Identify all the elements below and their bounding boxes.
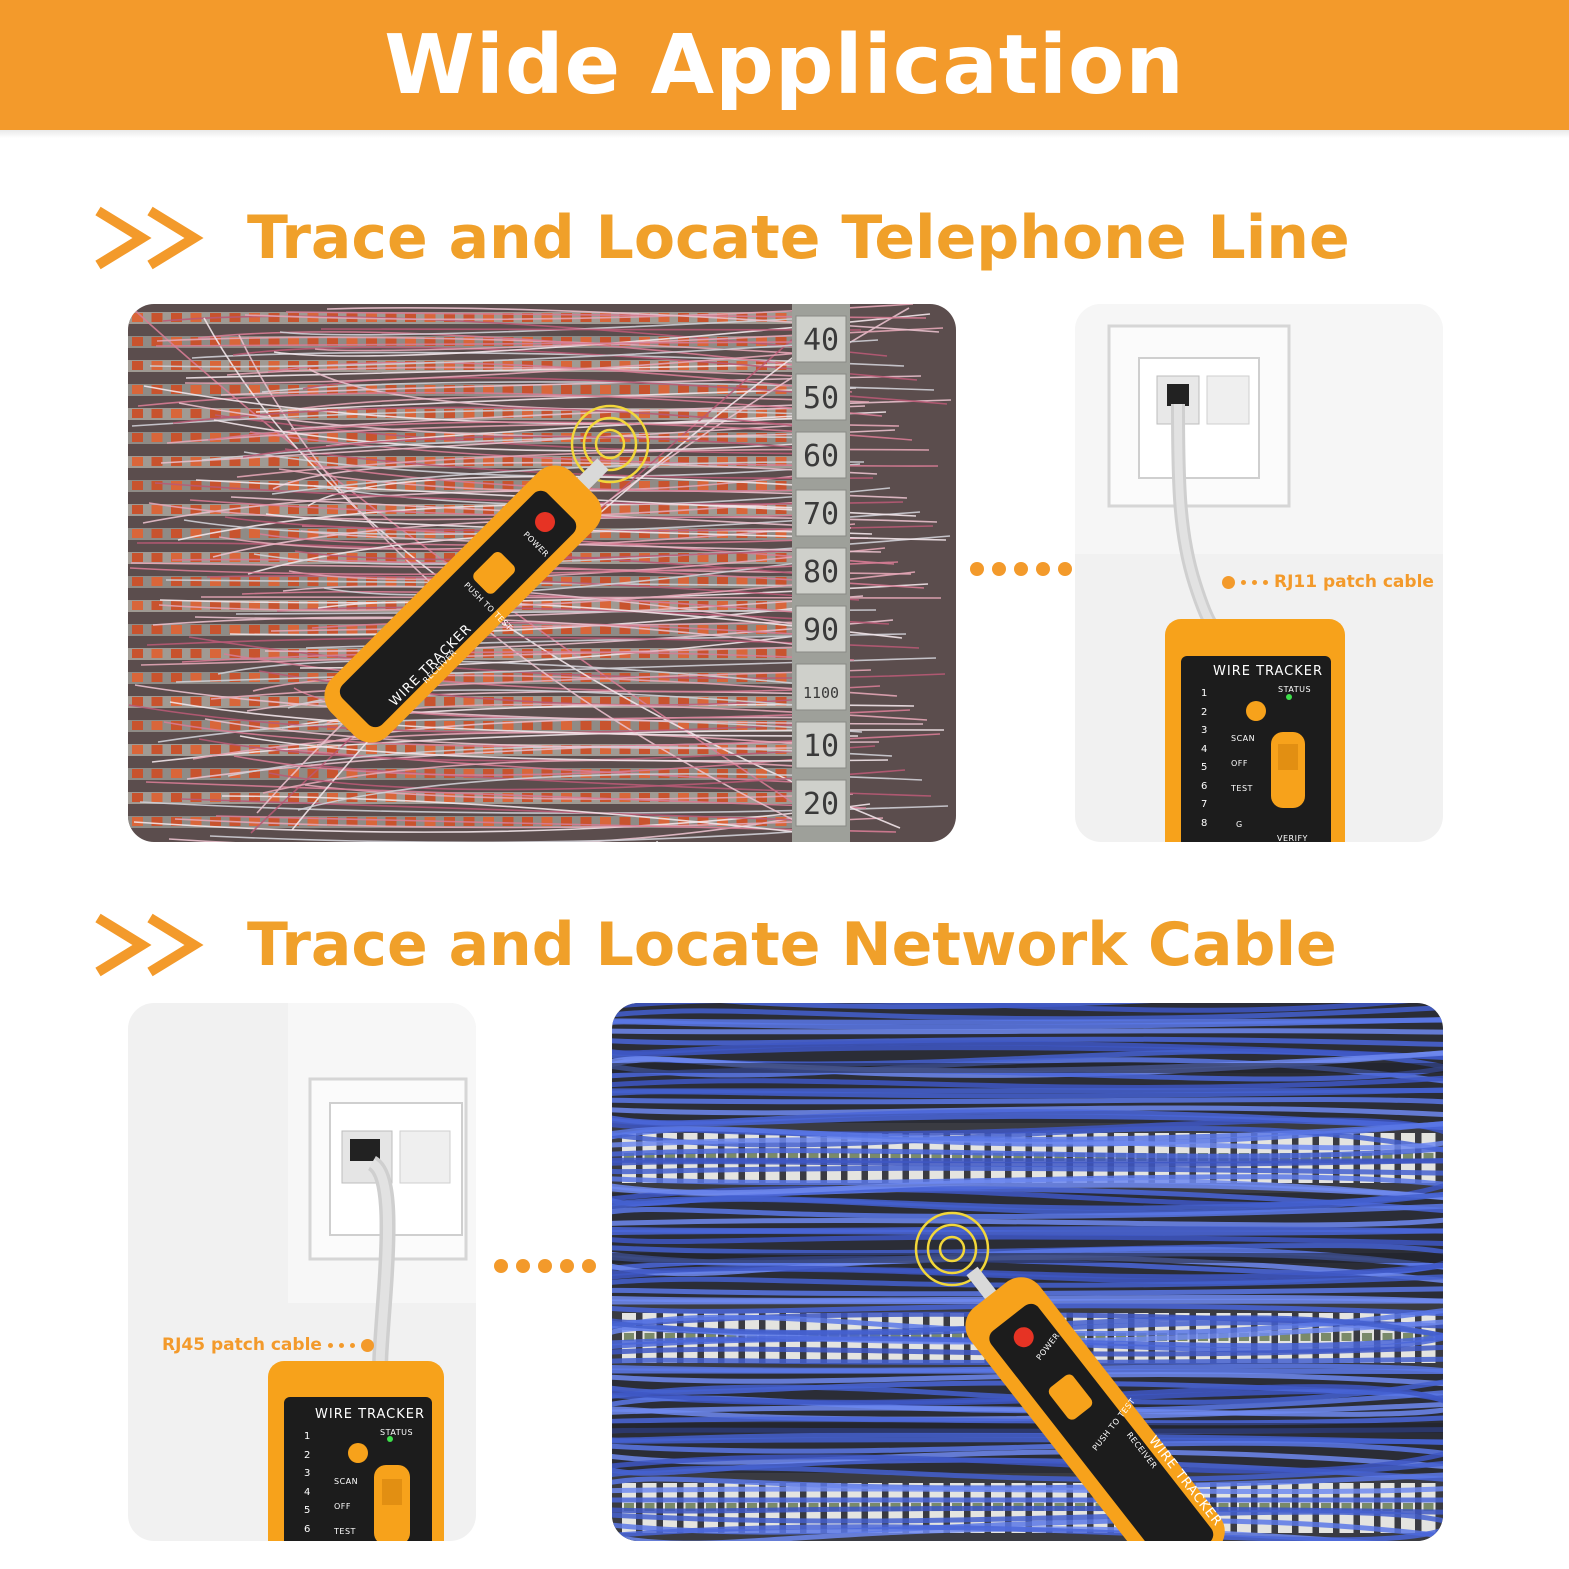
- transmitter-pin-label: 4: [304, 1486, 311, 1498]
- banner-shadow: [0, 130, 1569, 138]
- transmitter-status-label-2: STATUS: [380, 1428, 414, 1437]
- section-heading-telephone: Trace and Locate Telephone Line: [92, 198, 1350, 278]
- section-title-telephone: Trace and Locate Telephone Line: [247, 203, 1350, 273]
- panel-number: 10: [803, 729, 839, 764]
- transmitter-pin-label: 3: [1201, 725, 1208, 736]
- photo-rj45-socket: [128, 1003, 476, 1541]
- transmitter-scan-label-2: SCAN: [334, 1477, 359, 1486]
- transmitter-brand-label-1: WIRE TRACKER: [1213, 664, 1324, 679]
- transmitter-pin-label: 6: [1201, 780, 1208, 792]
- connector-dots-1: [970, 562, 1072, 576]
- transmitter-verify-label-1: VERIFY: [1277, 834, 1308, 843]
- section-heading-network: Trace and Locate Network Cable: [92, 905, 1337, 985]
- panel-number: 90: [803, 613, 839, 648]
- callout-rj45: RJ45 patch cable: [162, 1335, 374, 1355]
- transmitter-off-label-2: OFF: [334, 1502, 351, 1511]
- callout-rj11-text: RJ11 patch cable: [1274, 572, 1434, 592]
- transmitter-pin-label: 5: [304, 1505, 311, 1516]
- callout-rj11: RJ11 patch cable: [1222, 572, 1434, 592]
- transmitter-ground-label-1: G: [1236, 820, 1243, 829]
- transmitter-brand-label-2: WIRE TRACKER: [315, 1407, 426, 1422]
- double-chevron-icon: [95, 913, 204, 977]
- section-title-network: Trace and Locate Network Cable: [247, 910, 1337, 980]
- connector-dots-2: [494, 1259, 596, 1273]
- panel-number: 80: [803, 555, 839, 590]
- panel-number: 60: [803, 439, 839, 474]
- panel-number: 20: [803, 787, 839, 822]
- transmitter-pin-label: 1: [304, 1431, 311, 1442]
- transmitter-pin-label: 8: [1201, 817, 1208, 829]
- transmitter-pin-label: 4: [1201, 743, 1208, 755]
- transmitter-test-label-2: TEST: [334, 1527, 356, 1536]
- panel-number: 40: [803, 323, 839, 358]
- transmitter-pin-label: 1: [1201, 688, 1208, 699]
- transmitter-scan-label-1: SCAN: [1231, 734, 1256, 743]
- transmitter-off-label-1: OFF: [1231, 759, 1248, 768]
- double-chevron-icon: [95, 206, 204, 270]
- header-banner: Wide Application: [0, 0, 1569, 130]
- panel-number: 1100: [803, 684, 839, 702]
- transmitter-pin-label: 2: [304, 1449, 311, 1461]
- panel-number: 50: [803, 381, 839, 416]
- callout-rj45-text: RJ45 patch cable: [162, 1335, 322, 1355]
- transmitter-pin-label: 5: [1201, 762, 1208, 773]
- transmitter-test-label-1: TEST: [1231, 784, 1253, 793]
- transmitter-pin-label: 3: [304, 1468, 311, 1479]
- transmitter-pin-label: 2: [1201, 706, 1208, 718]
- photo-rj11-socket: [1075, 304, 1443, 842]
- page-title: Wide Application: [384, 17, 1185, 113]
- photo-network-rack: [612, 1003, 1443, 1541]
- transmitter-pin-label: 6: [304, 1523, 311, 1535]
- panel-number: 70: [803, 497, 839, 532]
- transmitter-pin-label: 7: [1201, 799, 1208, 810]
- transmitter-status-label-1: STATUS: [1278, 685, 1312, 694]
